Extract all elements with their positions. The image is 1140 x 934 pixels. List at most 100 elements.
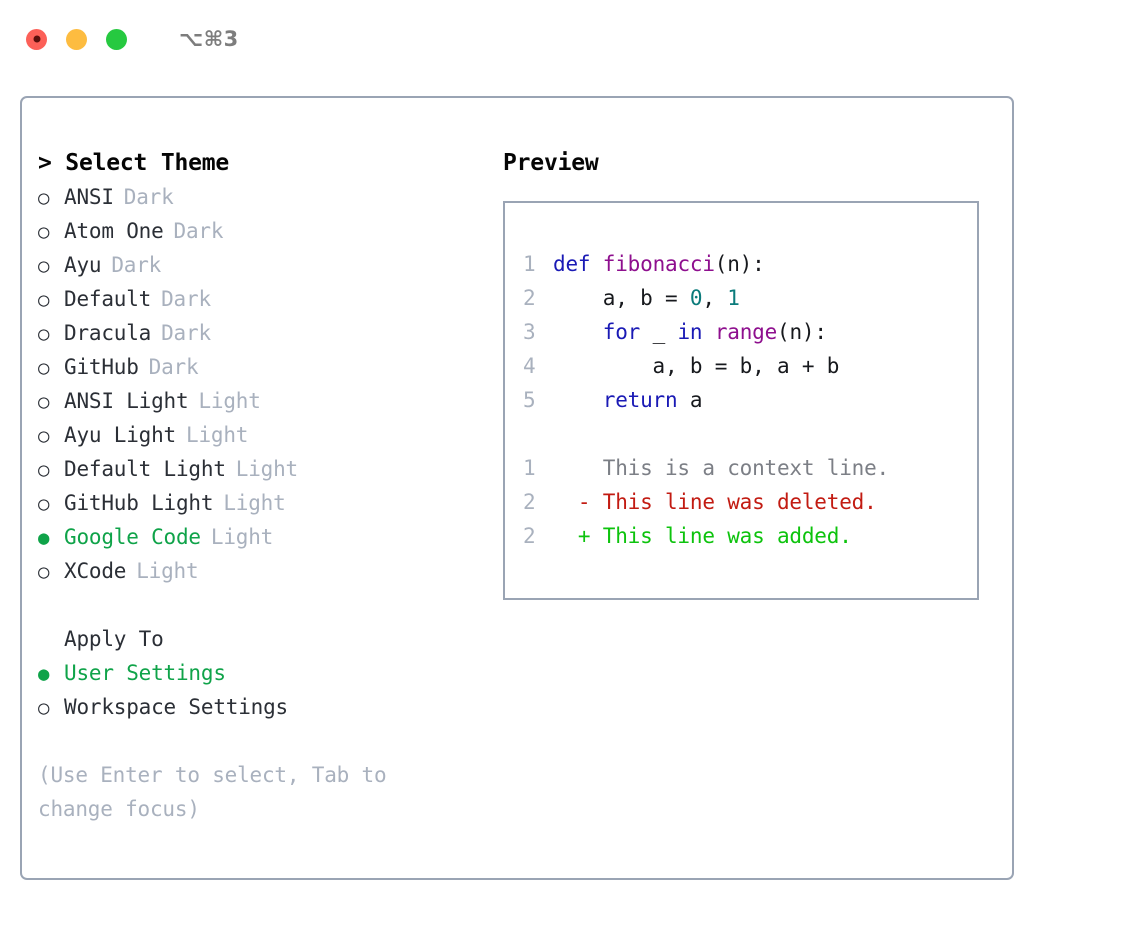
radio-unselected-icon: ○ (38, 221, 50, 243)
diff-sample: 1 This is a context line.2 - This line w… (523, 451, 977, 553)
theme-option-badge: Dark (161, 321, 211, 345)
code-line: 4 a, b = b, a + b (523, 349, 977, 383)
keyboard-hint-text: (Use Enter to select, Tab to change focu… (38, 763, 387, 821)
code-line: 1 def fibonacci(n): (523, 247, 977, 281)
code-line: 2 a, b = 0, 1 (523, 281, 977, 315)
code-line-content: for _ in range(n): (553, 315, 827, 349)
code-token-num: 1 (727, 286, 740, 310)
theme-option-badge: Light (235, 457, 298, 481)
code-token-num: 0 (689, 286, 703, 310)
apply-to-option-label: User Settings (64, 661, 226, 685)
code-line-content: return a (553, 383, 703, 417)
diff-line-del: 2 - This line was deleted. (523, 485, 977, 519)
code-token-pl: , (702, 286, 728, 310)
theme-option-label: Default (64, 287, 152, 311)
code-line-number: 1 (523, 252, 536, 276)
code-token-fn: range (714, 320, 778, 344)
code-line-number: 3 (523, 320, 536, 344)
code-line-content: a, b = b, a + b (553, 349, 840, 383)
code-token-pl: _ (640, 320, 678, 344)
preview-title: Preview (503, 150, 599, 176)
code-line-number: 5 (523, 388, 536, 412)
theme-option-label: Ayu (64, 253, 102, 277)
code-token-pl (702, 320, 714, 344)
title-bar: ⌥⌘3 (0, 0, 1140, 78)
apply-to-options[interactable]: ● User Settings ○ Workspace Settings (38, 656, 478, 724)
diff-line-add: 2 + This line was added. (523, 519, 977, 553)
diff-line-number: 1 (523, 456, 536, 480)
code-token-pl: a (677, 388, 703, 412)
code-token-kw: def (553, 252, 591, 276)
code-spacer (523, 417, 977, 451)
apply-to-option-label: Workspace Settings (64, 695, 288, 719)
theme-option-dracula[interactable]: ○ Dracula Dark (38, 316, 478, 350)
theme-option-label: Google Code (64, 525, 201, 549)
theme-option-badge: Dark (148, 355, 199, 379)
radio-unselected-icon: ○ (38, 493, 50, 515)
theme-option-badge: Dark (123, 185, 174, 209)
code-line-content: a, b = 0, 1 (553, 281, 740, 315)
theme-option-label: ANSI (64, 185, 114, 209)
code-token-pl: a, b = b, a + b (652, 354, 840, 378)
radio-unselected-icon: ○ (38, 425, 50, 447)
select-theme-header: > Select Theme (38, 150, 230, 176)
radio-selected-icon: ● (38, 663, 50, 685)
theme-option-badge: Light (223, 491, 286, 515)
theme-option-label: Default Light (64, 457, 226, 481)
theme-option-ayu[interactable]: ○ Ayu Dark (38, 248, 478, 282)
theme-option-label: Dracula (64, 321, 152, 345)
theme-option-google-code[interactable]: ● Google Code Light (38, 520, 478, 554)
code-token-fn: fibonacci (602, 252, 715, 276)
minimize-button[interactable] (66, 28, 87, 50)
window-controls (26, 28, 127, 50)
code-token-kw: for (602, 320, 641, 344)
theme-option-label: Ayu Light (64, 423, 176, 447)
theme-option-badge: Dark (111, 253, 162, 277)
diff-line-number: 2 (523, 524, 536, 548)
diff-line-content: + This line was added. (553, 524, 852, 548)
theme-option-default[interactable]: ○ Default Dark (38, 282, 478, 316)
code-token-pl: (n): (777, 320, 827, 344)
theme-option-label: ANSI Light (64, 389, 189, 413)
theme-option-badge: Light (198, 389, 261, 413)
apply-to-label: Apply To (64, 627, 164, 651)
zoom-button[interactable] (106, 28, 127, 50)
radio-unselected-icon: ○ (38, 391, 50, 413)
apply-to-group: Apply To ● User Settings ○ Workspace Settin… (38, 622, 478, 724)
radio-unselected-icon: ○ (38, 561, 50, 583)
radio-selected-icon: ● (38, 527, 50, 549)
theme-option-badge: Dark (173, 219, 224, 243)
apply-to-option-user-settings[interactable]: ● User Settings (38, 656, 478, 690)
code-line-number: 2 (523, 286, 536, 310)
theme-option-ansi[interactable]: ○ ANSI Dark (38, 180, 478, 214)
code-token-pl: a, b = (602, 286, 690, 310)
code-line: 3 for _ in range(n): (523, 315, 977, 349)
apply-to-option-workspace-settings[interactable]: ○ Workspace Settings (38, 690, 478, 724)
radio-unselected-icon: ○ (38, 323, 50, 345)
radio-unselected-icon: ○ (38, 697, 50, 719)
radio-unselected-icon: ○ (38, 255, 50, 277)
radio-unselected-icon: ○ (38, 187, 50, 209)
close-button[interactable] (26, 28, 47, 50)
code-token-pl (590, 252, 602, 276)
theme-option-badge: Light (210, 525, 274, 549)
radio-unselected-icon: ○ (38, 289, 50, 311)
theme-option-ansi-light[interactable]: ○ ANSI Light Light (38, 384, 478, 418)
code-token-kw: return (602, 388, 678, 412)
theme-option-badge: Dark (161, 287, 211, 311)
diff-line-ctx: 1 This is a context line. (523, 451, 977, 485)
code-token-pl: (n): (714, 252, 765, 276)
